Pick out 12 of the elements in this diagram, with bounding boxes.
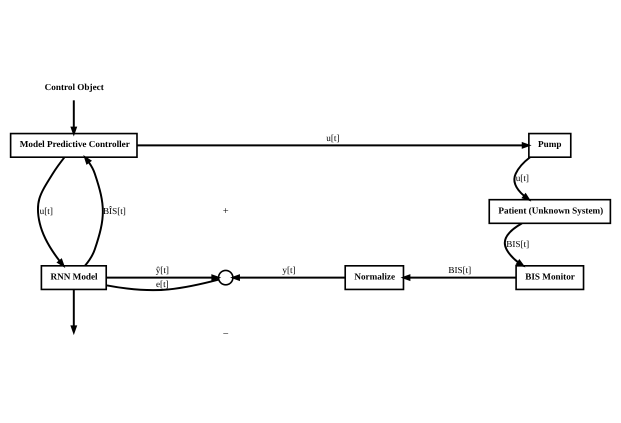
edge-label: BÎS[t]: [102, 206, 126, 216]
edge-label: ŷ[t]: [156, 265, 169, 276]
edge-label: e[t]: [156, 278, 169, 289]
edge-label: BIS[t]: [448, 265, 472, 276]
edge-label: y[t]: [282, 265, 296, 276]
node-text: Control Object: [44, 82, 104, 92]
label: +: [222, 206, 229, 217]
edge-label: u[t]: [516, 172, 529, 183]
label: −: [222, 329, 229, 340]
edge-label: u[t]: [326, 132, 340, 143]
edge-label: u[t]: [40, 206, 53, 216]
edge-label: BIS[t]: [506, 238, 530, 249]
